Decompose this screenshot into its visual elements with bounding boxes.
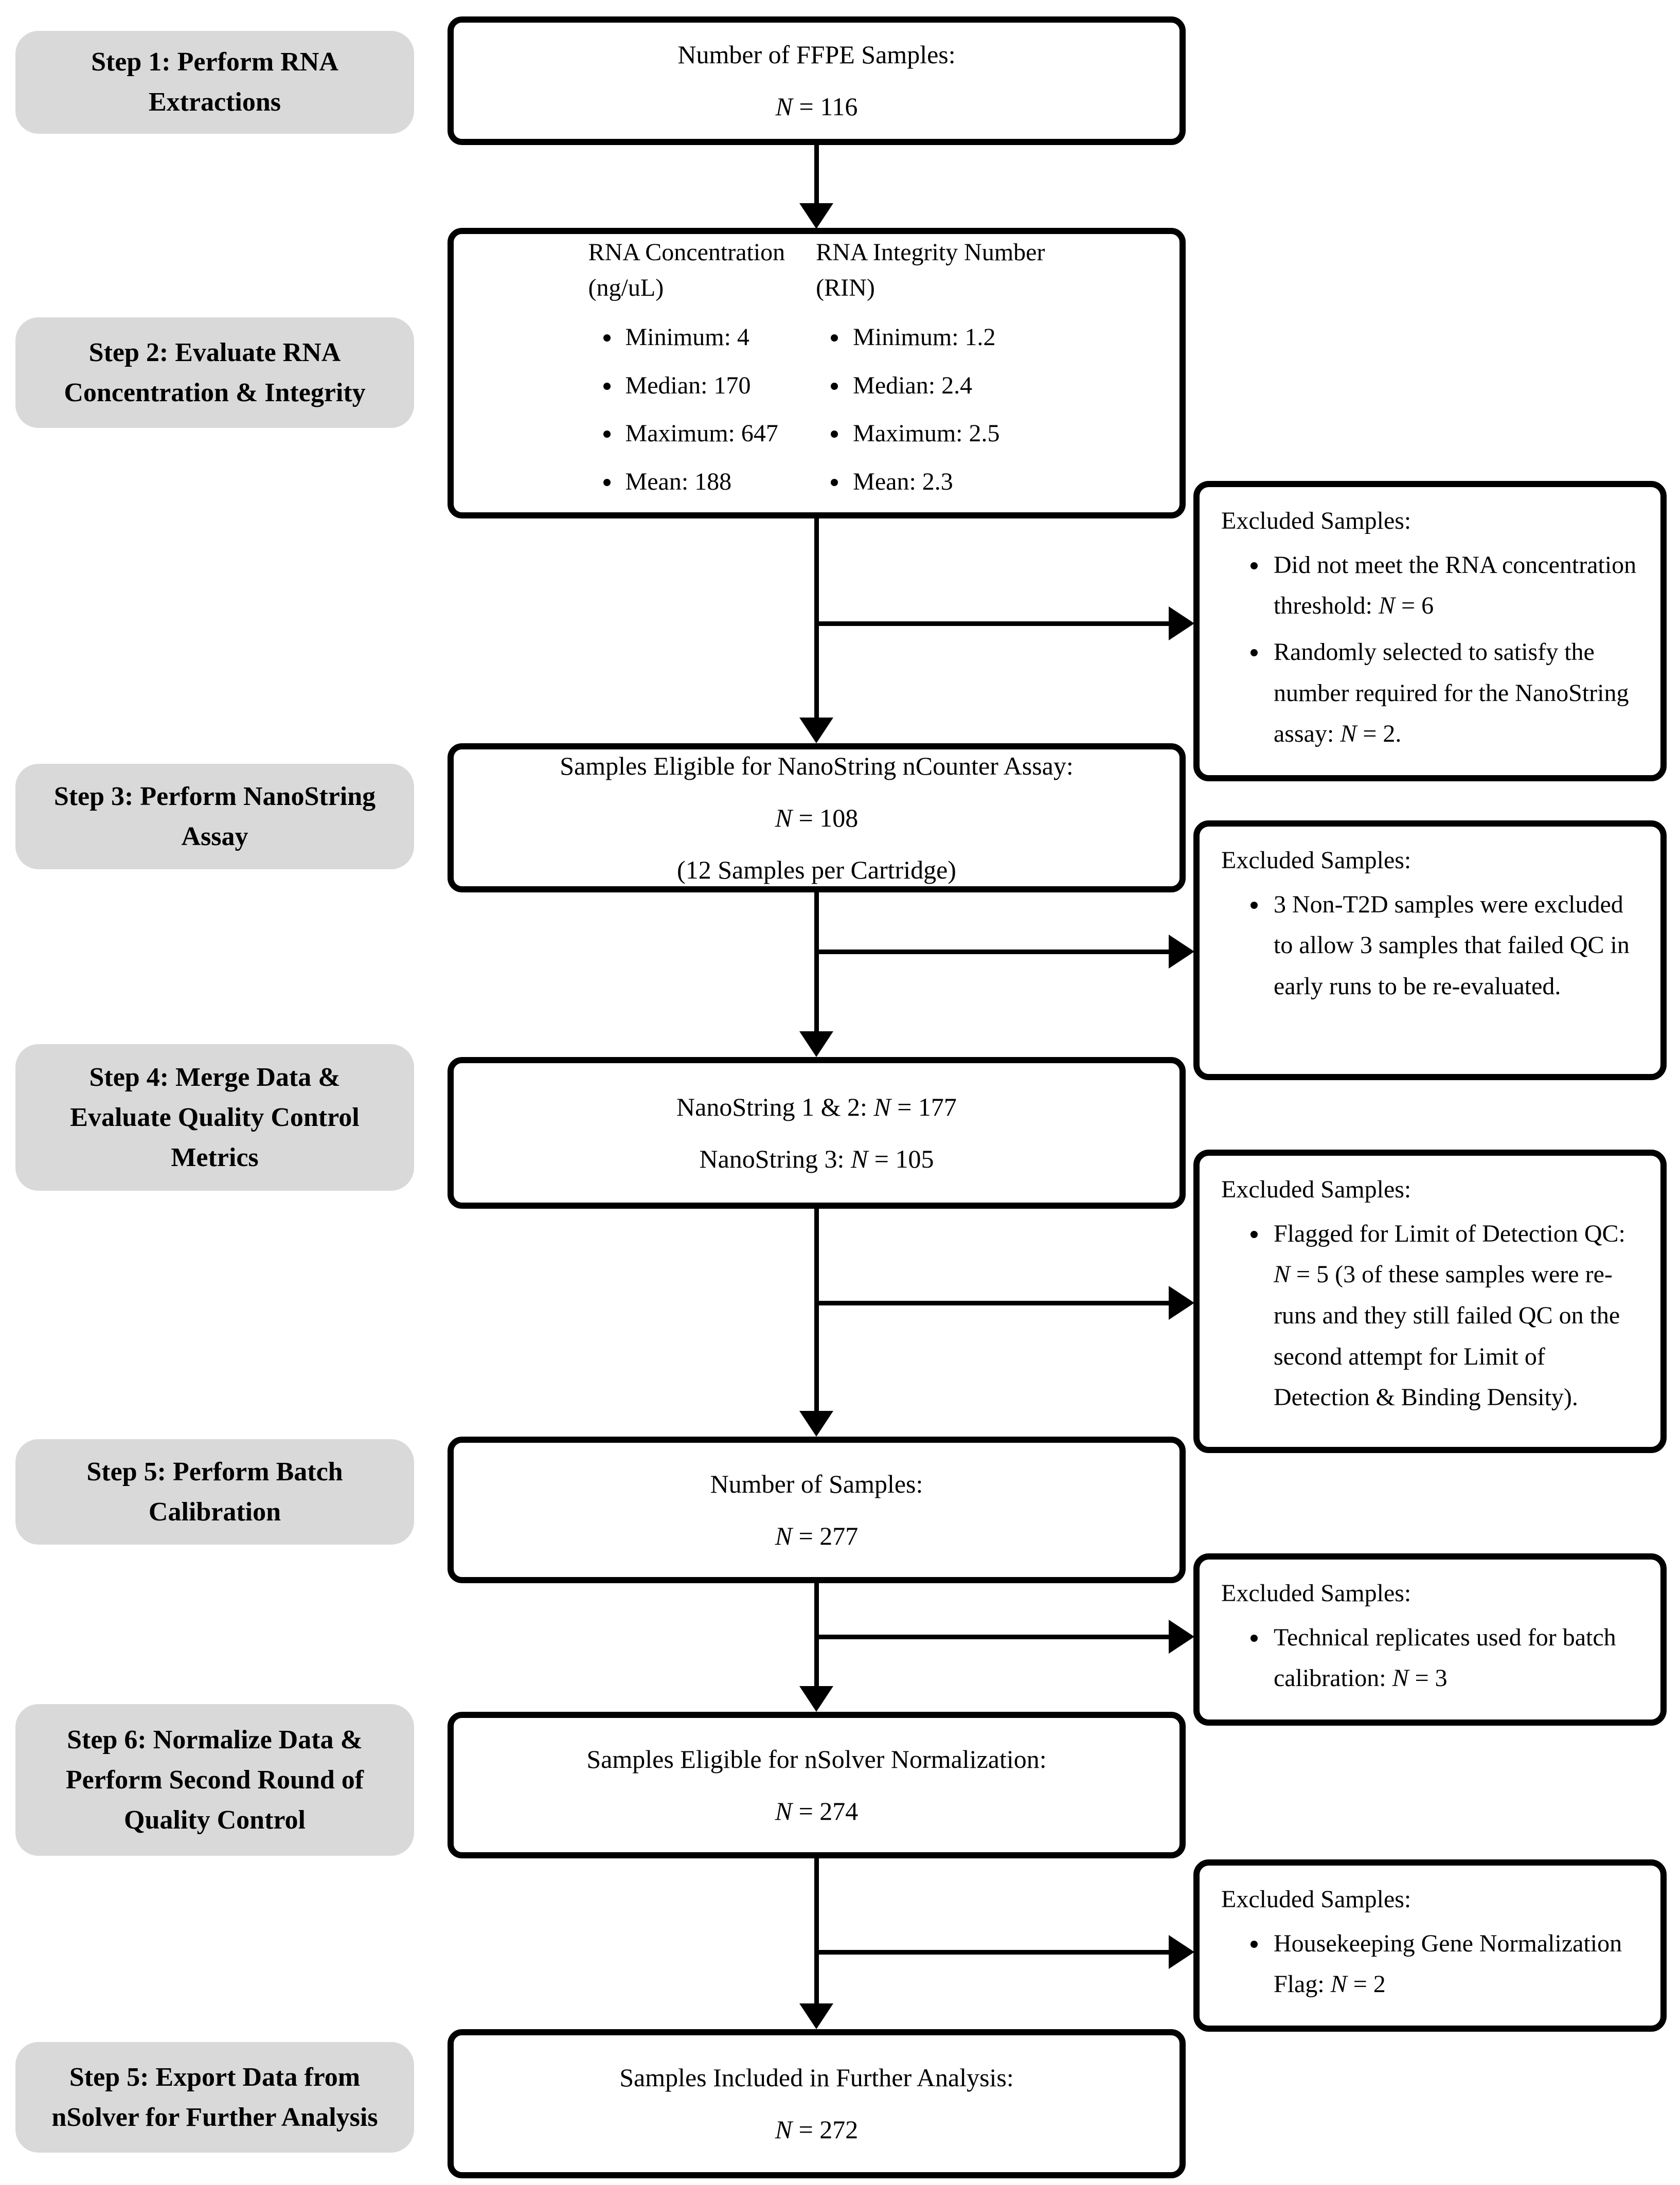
connector-vline [814,1858,819,2003]
flow-box-nanostring-runs: NanoString 1 & 2: N = 177 NanoString 3: … [448,1057,1186,1209]
arrow-right-icon [1169,1286,1194,1320]
step-label-1: Step 1: Perform RNA Extractions [15,31,414,134]
stat-item: Median: 2.4 [849,368,1045,404]
connector-hline [816,1635,1169,1639]
connector-hline [816,621,1169,626]
excluded-box-5: Excluded Samples: Housekeeping Gene Norm… [1193,1859,1667,2032]
connector-hline [816,1301,1169,1305]
flow-box-rna-stats: RNA Concentration (ng/uL) Minimum: 4 Med… [448,228,1186,518]
excluded-bullet: Randomly selected to satisfy the number … [1268,632,1639,755]
stat-item: Mean: 2.3 [849,464,1045,500]
arrow-down-icon [799,1031,833,1057]
arrow-right-icon [1169,606,1194,640]
rna-stats-columns: RNA Concentration (ng/uL) Minimum: 4 Med… [474,235,1159,512]
arrow-right-icon [1169,935,1194,969]
connector-vline [814,145,819,203]
flow-box-eligible-nanostring: Samples Eligible for NanoString nCounter… [448,743,1186,892]
arrow-down-icon [799,1411,833,1437]
arrow-down-icon [799,718,833,743]
connector-hline [816,950,1169,954]
excluded-bullet: Housekeeping Gene Normalization Flag: N … [1268,1923,1639,2005]
step-label-4: Step 4: Merge Data & Evaluate Quality Co… [15,1044,414,1191]
flow-box-count: N = 277 [775,1521,859,1550]
excluded-list: Housekeeping Gene Normalization Flag: N … [1221,1923,1639,2005]
excluded-box-1: Excluded Samples: Did not meet the RNA c… [1193,481,1667,782]
arrow-right-icon [1169,1935,1194,1969]
stat-list: Minimum: 1.2 Median: 2.4 Maximum: 2.5 Me… [816,319,1045,512]
excluded-box-3: Excluded Samples: Flagged for Limit of D… [1193,1150,1667,1453]
flow-box-final-samples: Samples Included in Further Analysis: N … [448,2029,1186,2178]
excluded-list: 3 Non-T2D samples were excluded to allow… [1221,884,1639,1007]
rna-concentration-column: RNA Concentration (ng/uL) Minimum: 4 Med… [588,235,785,512]
stat-item: Minimum: 1.2 [849,319,1045,355]
flow-box-title: Samples Included in Further Analysis: [619,2063,1014,2092]
flow-box-line: NanoString 1 & 2: N = 177 [676,1092,957,1121]
excluded-box-2: Excluded Samples: 3 Non-T2D samples were… [1193,820,1667,1080]
excluded-list: Technical replicates used for batch cali… [1221,1617,1639,1699]
excluded-bullet: Flagged for Limit of Detection QC: N = 5… [1268,1213,1639,1418]
step-label-5: Step 5: Perform Batch Calibration [15,1439,414,1545]
stat-item: Minimum: 4 [621,319,785,355]
stat-item: Mean: 188 [621,464,785,500]
arrow-down-icon [799,2003,833,2029]
flow-box-count: N = 274 [775,1796,859,1825]
flow-box-count: N = 272 [775,2115,859,2144]
excluded-bullet: Did not meet the RNA concentration thres… [1268,545,1639,626]
connector-hline [816,1950,1169,1955]
stat-list: Minimum: 4 Median: 170 Maximum: 647 Mean… [588,319,785,512]
excluded-bullet: 3 Non-T2D samples were excluded to allow… [1268,884,1639,1007]
excluded-title: Excluded Samples: [1221,1580,1411,1607]
excluded-box-4: Excluded Samples: Technical replicates u… [1193,1553,1667,1726]
excluded-title: Excluded Samples: [1221,507,1411,534]
excluded-bullet: Technical replicates used for batch cali… [1268,1617,1639,1699]
column-header: RNA Concentration [588,238,785,266]
connector-vline [814,518,819,718]
flow-box-title: Number of Samples: [710,1469,923,1498]
step-label-2: Step 2: Evaluate RNA Concentration & Int… [15,317,414,428]
flow-box-note: (12 Samples per Cartridge) [677,855,956,884]
arrow-right-icon [1169,1620,1194,1654]
flow-box-title: Samples Eligible for nSolver Normalizati… [586,1744,1047,1774]
stat-item: Maximum: 647 [621,416,785,452]
connector-vline [814,892,819,1031]
column-header: RNA Integrity Number [816,238,1045,266]
step-label-3: Step 3: Perform NanoString Assay [15,764,414,869]
rna-integrity-column: RNA Integrity Number (RIN) Minimum: 1.2 … [816,235,1045,512]
arrow-down-icon [799,203,833,229]
flow-box-count: N = 116 [775,92,858,121]
flow-box-eligible-nsolver: Samples Eligible for nSolver Normalizati… [448,1712,1186,1858]
flow-box-title: Samples Eligible for NanoString nCounter… [560,751,1074,780]
flow-box-line: NanoString 3: N = 105 [699,1144,934,1173]
excluded-list: Did not meet the RNA concentration thres… [1221,545,1639,755]
excluded-title: Excluded Samples: [1221,1176,1411,1203]
excluded-title: Excluded Samples: [1221,1886,1411,1913]
arrow-down-icon [799,1686,833,1712]
excluded-list: Flagged for Limit of Detection QC: N = 5… [1221,1213,1639,1418]
column-header-unit: (RIN) [816,274,875,302]
excluded-title: Excluded Samples: [1221,847,1411,874]
stat-item: Maximum: 2.5 [849,416,1045,452]
step-label-6: Step 6: Normalize Data & Perform Second … [15,1704,414,1856]
flow-box-title: Number of FFPE Samples: [677,40,956,69]
column-header-unit: (ng/uL) [588,274,664,302]
flow-box-sample-count: Number of Samples: N = 277 [448,1437,1186,1583]
step-label-7: Step 5: Export Data from nSolver for Fur… [15,2042,414,2153]
flow-box-ffpe-samples: Number of FFPE Samples: N = 116 [448,16,1186,145]
stat-item: Median: 170 [621,368,785,404]
connector-vline [814,1209,819,1411]
flow-box-count: N = 108 [775,803,859,832]
